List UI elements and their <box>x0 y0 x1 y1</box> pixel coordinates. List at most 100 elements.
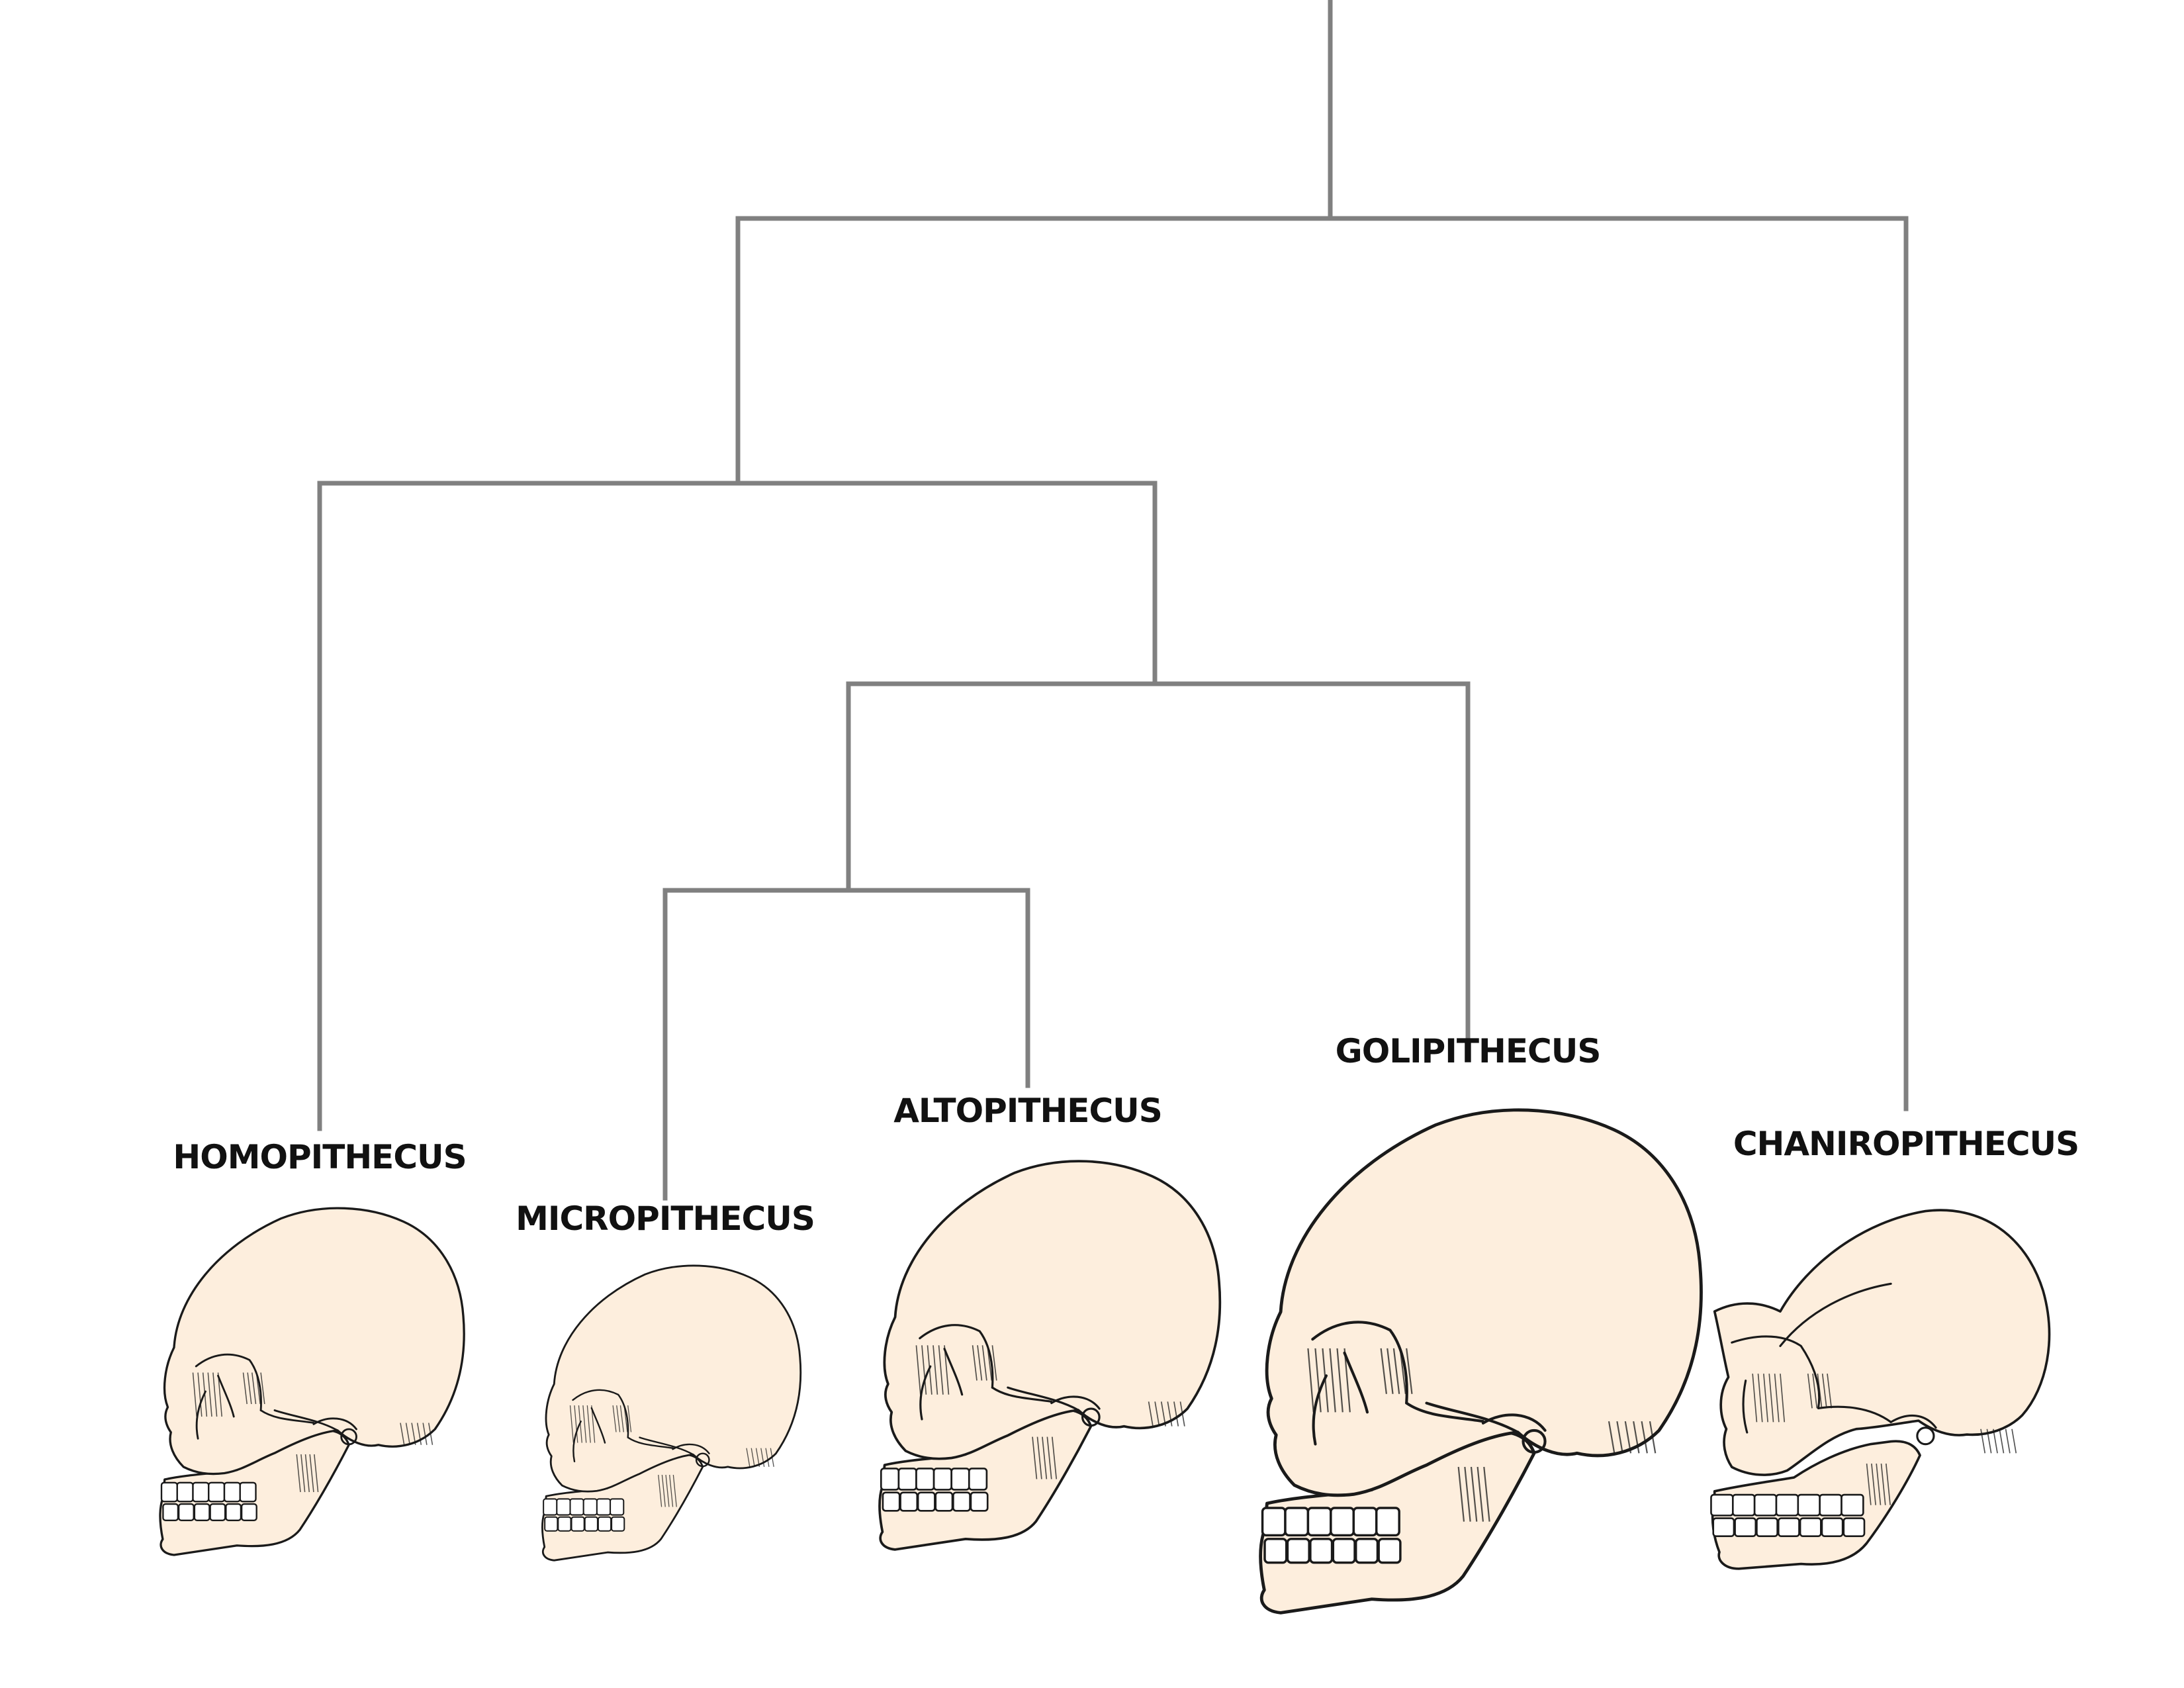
shading-hatch <box>1886 1463 1891 1505</box>
shading-hatch <box>1483 1466 1490 1522</box>
shading-hatch <box>1046 1436 1052 1479</box>
bone-contour <box>1405 1401 1484 1423</box>
shading-hatch <box>933 1345 938 1395</box>
shading-hatch <box>569 1405 574 1443</box>
shading-hatch <box>314 1454 319 1493</box>
shading-hatch <box>251 1372 257 1405</box>
micropithecus-skull <box>541 1264 802 1562</box>
cranium <box>545 1264 802 1493</box>
bone-contour <box>1312 1374 1328 1446</box>
shading-hatch <box>1314 1348 1322 1413</box>
branch-clade-3-split <box>662 888 1030 1201</box>
shading-hatch <box>212 1372 218 1417</box>
shading-hatch <box>1329 1348 1336 1413</box>
shading-hatch <box>411 1423 416 1445</box>
upper-tooth <box>1819 1493 1843 1517</box>
lower-tooth <box>1309 1538 1334 1564</box>
mastoid <box>1916 1427 1935 1446</box>
lower-tooth <box>584 1516 598 1532</box>
lower-tooth <box>544 1516 559 1532</box>
upper-tooth <box>208 1481 226 1503</box>
label-homopithecus: HOMOPITHECUS <box>173 1138 466 1176</box>
shading-hatch <box>658 1474 662 1507</box>
shading-hatch <box>665 1474 670 1507</box>
shading-hatch <box>1763 1374 1768 1423</box>
cranium <box>1713 1209 2051 1476</box>
branch-clade-1-split <box>317 481 1158 1131</box>
shading-hatch <box>300 1454 306 1493</box>
upper-tooth <box>1753 1493 1778 1517</box>
bone-contour <box>672 1443 710 1454</box>
shading-hatch <box>586 1405 591 1443</box>
shading-hatch <box>1036 1436 1042 1479</box>
bone-contour <box>1731 1335 1821 1409</box>
shading-hatch <box>400 1423 405 1445</box>
upper-tooth <box>897 1468 917 1491</box>
lower-tooth <box>899 1491 919 1512</box>
bone-contour <box>195 1390 206 1440</box>
shading-hatch <box>760 1448 765 1467</box>
bone-contour <box>1425 1401 1520 1434</box>
mastoid <box>695 1452 710 1468</box>
label-golipithecus: GOLIPITHECUS <box>1336 1032 1601 1070</box>
shading-hatch <box>1336 1348 1343 1413</box>
shading-hatch <box>921 1345 927 1395</box>
bone-contour <box>312 1417 357 1430</box>
shading-hatch <box>1392 1348 1400 1394</box>
shading-hatch <box>1641 1421 1648 1454</box>
branch-clade-2-split <box>846 681 1471 1042</box>
upper-tooth <box>192 1481 210 1503</box>
bone-contour <box>1343 1351 1369 1414</box>
shading-hatch <box>309 1454 314 1493</box>
shading-hatch <box>591 1405 596 1443</box>
bone-contour <box>1889 1414 1937 1429</box>
lower-tooth <box>611 1516 625 1532</box>
shading-hatch <box>669 1474 674 1507</box>
shading-hatch <box>247 1372 252 1405</box>
lower-tooth <box>570 1516 585 1532</box>
upper-tooth <box>968 1468 988 1491</box>
label-chaniropithecus: CHANIROPITHECUS <box>1733 1125 2079 1163</box>
bone-contour <box>639 1436 694 1456</box>
bone-contour <box>273 1409 339 1432</box>
upper-tooth <box>556 1498 571 1516</box>
shading-hatch <box>422 1423 428 1445</box>
lower-tooth <box>1355 1538 1379 1564</box>
shading-hatch <box>1980 1429 1986 1454</box>
shading-hatch <box>1807 1374 1813 1409</box>
upper-tooth <box>239 1481 257 1503</box>
upper-tooth <box>1375 1507 1400 1537</box>
lower-tooth <box>1756 1517 1778 1538</box>
shading-hatch <box>428 1423 433 1445</box>
shading-hatch <box>1148 1401 1154 1427</box>
bone-contour <box>572 1421 582 1463</box>
shading-hatch <box>207 1372 212 1417</box>
shading-hatch <box>1992 1429 1998 1454</box>
upper-tooth <box>1841 1493 1864 1517</box>
shading-hatch <box>1042 1436 1048 1479</box>
shading-hatch <box>1154 1401 1160 1427</box>
skull-illustrations <box>159 1108 2051 1615</box>
lower-tooth <box>162 1503 179 1521</box>
shading-hatch <box>1387 1348 1394 1394</box>
lower-tooth <box>225 1503 242 1521</box>
bone-contour <box>943 1348 964 1396</box>
upper-tooth <box>223 1481 241 1503</box>
lower-tooth <box>1286 1538 1310 1564</box>
label-micropithecus: MICROPITHECUS <box>516 1199 815 1238</box>
shading-hatch <box>1768 1374 1774 1423</box>
shading-hatch <box>1880 1463 1886 1505</box>
shading-hatch <box>217 1372 222 1417</box>
lower-tooth <box>177 1503 195 1521</box>
lower-tooth <box>240 1503 257 1521</box>
shading-hatch <box>1343 1348 1351 1413</box>
lower-tooth <box>917 1491 936 1512</box>
bone-contour <box>991 1386 1053 1403</box>
shading-hatch <box>623 1405 628 1432</box>
bone-contour <box>919 1324 994 1389</box>
upper-tooth <box>1261 1507 1287 1537</box>
chaniropithecus-skull <box>1710 1209 2051 1570</box>
shading-hatch <box>751 1448 755 1467</box>
upper-tooth <box>880 1468 900 1491</box>
cranium <box>1265 1108 1703 1497</box>
